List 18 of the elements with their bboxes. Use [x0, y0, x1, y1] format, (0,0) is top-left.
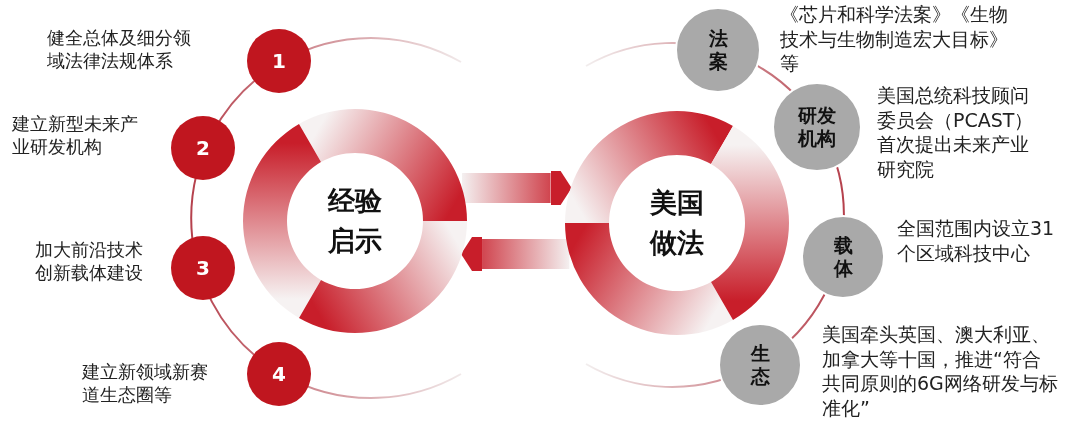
number-circle: 4	[247, 342, 311, 406]
item-description: 健全总体及细分领域法律法规体系	[47, 26, 192, 73]
item-description: 《芯片和科学法案》《生物技术与生物制造宏大目标》等	[780, 2, 1009, 77]
item-description: 美国牵头英国、澳大利亚、加拿大等十国，推进“符合共同原则的6G网络研发与标准化”	[822, 322, 1058, 421]
number-circle: 3	[171, 236, 235, 300]
item-description: 加大前沿技术创新载体建设	[35, 238, 144, 285]
item-description: 全国范围内设立31个区域科技中心	[897, 216, 1056, 266]
topic-circle: 生态	[718, 323, 802, 407]
topic-circle: 载体	[801, 215, 885, 299]
item-description: 建立新型未来产业研发机构	[12, 112, 139, 159]
number-circle: 2	[171, 116, 235, 180]
item-description: 建立新领域新赛道生态圈等	[82, 360, 209, 407]
topic-circle: 研发机构	[772, 82, 862, 172]
number-circle: 1	[247, 29, 311, 93]
center-title: 经验启示	[328, 183, 382, 258]
center-title: 美国做法	[650, 185, 704, 260]
topic-circle: 法案	[675, 7, 761, 93]
item-description: 美国总统科技顾问委员会（PCAST）首次提出未来产业研究院	[877, 83, 1035, 182]
